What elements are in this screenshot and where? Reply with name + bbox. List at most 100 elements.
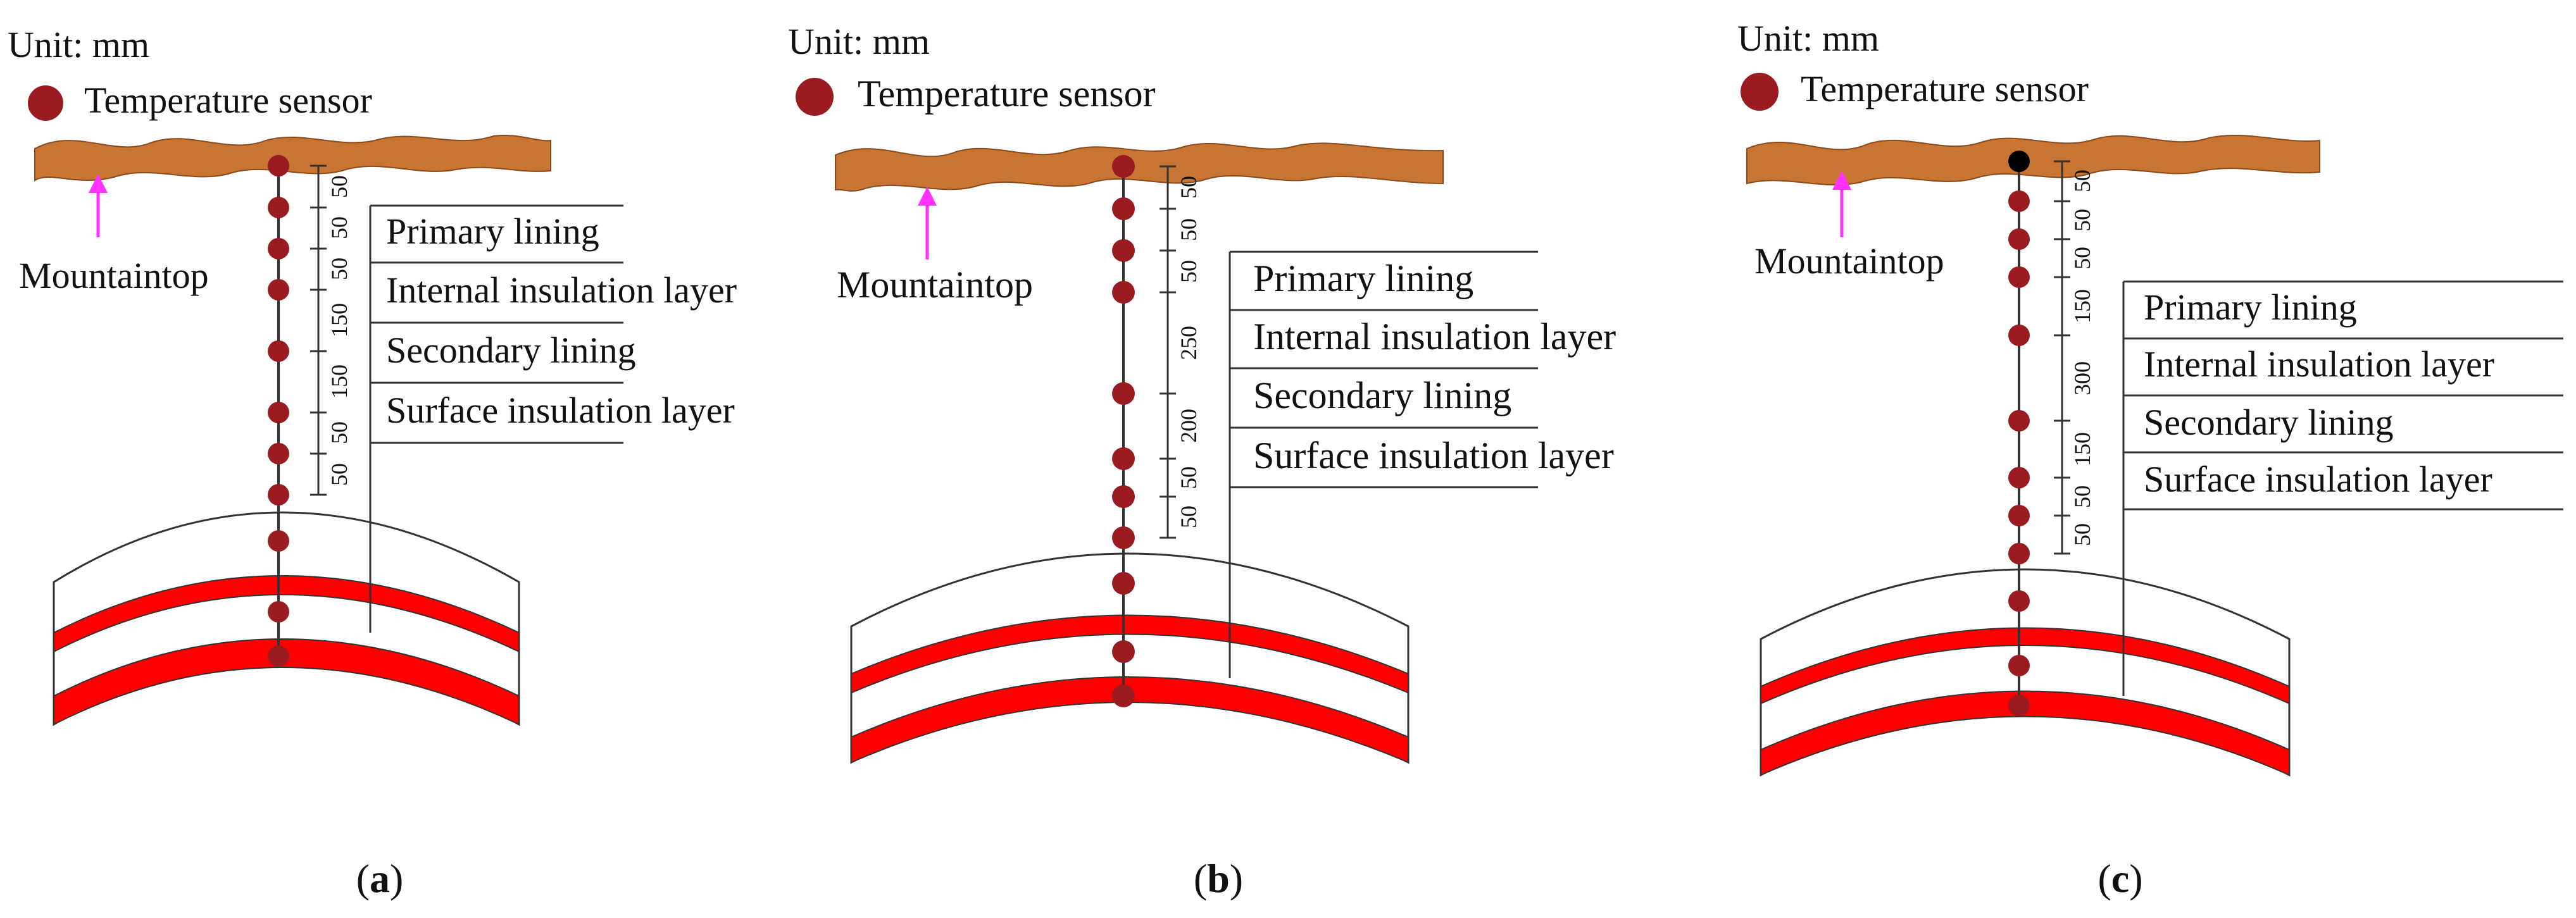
- sensor-column: [268, 155, 289, 667]
- mountaintop-arrow: [1832, 171, 1851, 237]
- sensor: [2008, 590, 2030, 612]
- mountaintop-label: Mountaintop: [19, 255, 209, 296]
- sensor: [268, 484, 289, 506]
- sensor-column: [1112, 155, 1135, 707]
- sensor: [268, 340, 289, 362]
- mountaintop-label: Mountaintop: [837, 264, 1033, 306]
- rock-surface: [835, 142, 1444, 192]
- sensor: [1112, 572, 1135, 595]
- layer-label-primary-lining: Primary lining: [386, 211, 599, 252]
- sensor: [268, 155, 289, 177]
- layer-label-secondary-lining: Secondary lining: [1253, 375, 1511, 416]
- sensor: [268, 443, 289, 464]
- layer-label-primary-lining: Primary lining: [2144, 287, 2357, 328]
- dimension-scale: 50 50 50 250 200 50 50: [1160, 165, 1201, 539]
- sensor: [2008, 505, 2030, 526]
- sensor: [2008, 467, 2030, 488]
- sensor: [2008, 695, 2030, 716]
- layer-label-secondary-lining: Secondary lining: [2144, 402, 2394, 443]
- sensor: [268, 645, 289, 667]
- spacing-label: 50: [327, 175, 352, 198]
- sensor: [2008, 228, 2030, 250]
- sensor-legend-label: Temperature sensor: [1801, 68, 2089, 109]
- panel-c: Unit: mm Temperature sensor Mountaintop: [1737, 18, 2563, 901]
- spacing-label: 50: [1176, 260, 1201, 283]
- sensor-legend-label: Temperature sensor: [84, 80, 372, 121]
- sensor-legend-icon: [796, 78, 834, 116]
- layer-label-primary-lining: Primary lining: [1253, 257, 1473, 299]
- spacing-label: 50: [327, 463, 352, 486]
- sensor: [2008, 266, 2030, 288]
- sensor: [2008, 190, 2030, 212]
- sensor: [1112, 447, 1135, 470]
- sensor: [1112, 640, 1135, 663]
- sensor: [2008, 410, 2030, 431]
- spacing-label: 150: [327, 364, 352, 399]
- spacing-label: 50: [1176, 218, 1201, 241]
- mountaintop-arrow: [89, 174, 108, 237]
- spacing-label: 50: [2070, 170, 2095, 192]
- layer-callout-table: Primary lining Internal insulation layer…: [2122, 280, 2563, 696]
- sensor: [1112, 526, 1135, 549]
- sensor: [1112, 685, 1135, 707]
- panel-caption: (a): [356, 856, 404, 901]
- spacing-label: 250: [1176, 326, 1201, 360]
- sensor-legend-icon: [28, 85, 63, 121]
- sensor: [1112, 382, 1135, 405]
- spacing-label: 50: [327, 421, 352, 444]
- unit-label: Unit: mm: [1737, 18, 1879, 59]
- sensor: [1112, 155, 1135, 178]
- panel-caption: (b): [1194, 856, 1243, 901]
- sensor: [268, 238, 289, 259]
- rock-surface: [1746, 134, 2320, 186]
- panel-caption: (c): [2098, 856, 2142, 901]
- rock-surface: [34, 135, 551, 182]
- sensor: [2008, 543, 2030, 564]
- spacing-label: 150: [2070, 289, 2095, 323]
- sensor: [268, 197, 289, 218]
- dimension-scale: 50 50 50 150 300 150 50 50: [2054, 160, 2095, 555]
- spacing-label: 50: [1176, 506, 1201, 528]
- spacing-label: 50: [2070, 485, 2095, 508]
- spacing-label: 50: [2070, 209, 2095, 232]
- layer-label-secondary-lining: Secondary lining: [386, 330, 636, 371]
- spacing-label: 150: [2070, 432, 2095, 466]
- dimension-scale: 50 50 50 150 150 50 50: [310, 164, 352, 496]
- panel-b: Unit: mm Temperature sensor Mountaintop: [788, 21, 1616, 901]
- sensor: [268, 402, 289, 423]
- sensor: [268, 530, 289, 552]
- spacing-label: 50: [327, 257, 352, 280]
- layer-label-internal-insulation: Internal insulation layer: [2144, 344, 2494, 385]
- spacing-label: 50: [327, 216, 352, 239]
- spacing-label: 300: [2070, 361, 2095, 395]
- spacing-label: 50: [2070, 247, 2095, 270]
- layer-label-surface-insulation: Surface insulation layer: [2144, 459, 2492, 500]
- mountaintop-arrow: [918, 187, 937, 259]
- sensor: [1112, 485, 1135, 508]
- panel-a: Unit: mm Temperature sensor Mountaintop: [8, 24, 737, 901]
- sensor: [268, 279, 289, 301]
- layer-callout-table: Primary lining Internal insulation layer…: [1229, 251, 1616, 678]
- sensor: [1112, 197, 1135, 220]
- layer-label-surface-insulation: Surface insulation layer: [386, 390, 735, 431]
- sensor: [2008, 655, 2030, 676]
- unit-label: Unit: mm: [8, 24, 149, 65]
- unit-label: Unit: mm: [788, 21, 930, 62]
- sensor: [1112, 239, 1135, 262]
- mountaintop-label: Mountaintop: [1754, 240, 1944, 282]
- sensor: [268, 601, 289, 623]
- spacing-label: 50: [2070, 523, 2095, 546]
- spacing-label: 150: [327, 303, 352, 337]
- spacing-label: 50: [1176, 466, 1201, 489]
- sensor-legend-icon: [1741, 73, 1779, 111]
- layer-label-internal-insulation: Internal insulation layer: [1253, 316, 1616, 357]
- spacing-label: 50: [1176, 176, 1201, 199]
- layer-label-surface-insulation: Surface insulation layer: [1253, 435, 1614, 476]
- sensor: [1112, 281, 1135, 304]
- sensor-legend-label: Temperature sensor: [858, 73, 1156, 115]
- sensor-column: [2008, 151, 2030, 716]
- spacing-label: 200: [1176, 409, 1201, 443]
- sensor-black: [2008, 151, 2030, 172]
- sensor: [2008, 325, 2030, 346]
